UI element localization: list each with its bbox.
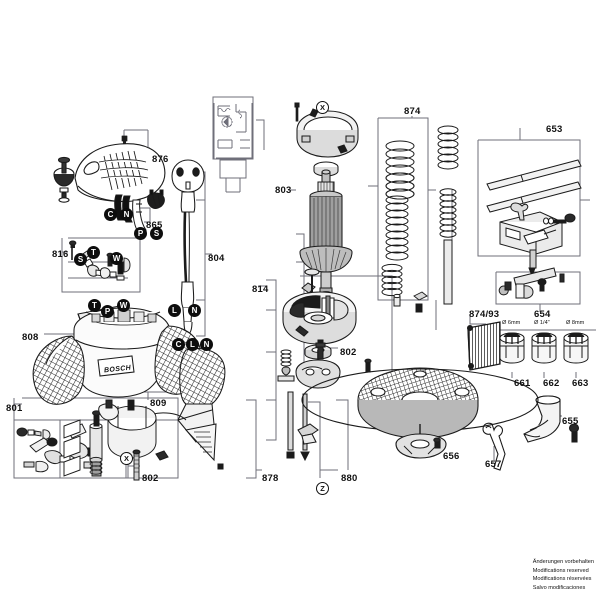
part-number-802: 802 (340, 347, 357, 358)
reference-bubble-x: X (120, 452, 133, 465)
reference-bubble-n: N (188, 304, 201, 317)
part-number-808: 808 (22, 332, 39, 343)
reference-bubble-t: T (88, 299, 101, 312)
collet-size-caption: Ø 6mm (502, 320, 521, 326)
reference-bubble-s: S (74, 253, 87, 266)
part-number-653: 653 (546, 124, 563, 135)
reference-bubble-w: W (110, 252, 123, 265)
part-number-878: 878 (262, 473, 279, 484)
part-number-809: 809 (150, 398, 167, 409)
disclaimer-line: Salvo modificaciones (532, 584, 586, 591)
reference-bubble-l: L (168, 304, 181, 317)
disclaimer-line: Modifications réservées (532, 576, 592, 583)
reference-bubble-c: C (172, 338, 185, 351)
part-number-654: 654 (534, 309, 551, 320)
part-number-655: 655 (562, 416, 579, 427)
part-number-880: 880 (341, 473, 358, 484)
reference-bubble-n: N (200, 338, 213, 351)
part-number-661: 661 (514, 378, 531, 389)
reference-bubble-p: P (101, 305, 114, 318)
disclaimer-line: Modifications reserved (532, 567, 589, 574)
reference-bubble-n: N (120, 208, 133, 221)
reference-bubble-s: S (150, 227, 163, 240)
part-number-802: 802 (142, 473, 159, 484)
part-number-803: 803 (275, 185, 292, 196)
reference-bubble-t: T (87, 246, 100, 259)
reference-bubble-z: Z (316, 482, 329, 495)
part-number-874-93: 874/93 (469, 309, 500, 320)
part-number-814: 814 (252, 284, 269, 295)
reference-bubble-w: W (117, 299, 130, 312)
part-number-804: 804 (208, 253, 225, 264)
part-number-874: 874 (404, 106, 421, 117)
reference-bubble-p: P (134, 227, 147, 240)
part-number-865: 865 (146, 220, 163, 231)
part-number-801: 801 (6, 403, 23, 414)
reference-bubble-c: C (104, 208, 117, 221)
collet-size-caption: Ø 8mm (566, 320, 585, 326)
disclaimer-line: Änderungen vorbehalten (532, 559, 594, 566)
reference-bubble-l: L (186, 338, 199, 351)
part-number-663: 663 (572, 378, 589, 389)
part-number-662: 662 (543, 378, 560, 389)
reference-bubble-x: X (316, 101, 329, 114)
part-number-657: 657 (485, 459, 502, 470)
part-number-816: 816 (52, 249, 69, 260)
part-number-876: 876 (152, 154, 169, 165)
part-number-656: 656 (443, 451, 460, 462)
collet-size-caption: Ø 1/4" (534, 320, 550, 326)
